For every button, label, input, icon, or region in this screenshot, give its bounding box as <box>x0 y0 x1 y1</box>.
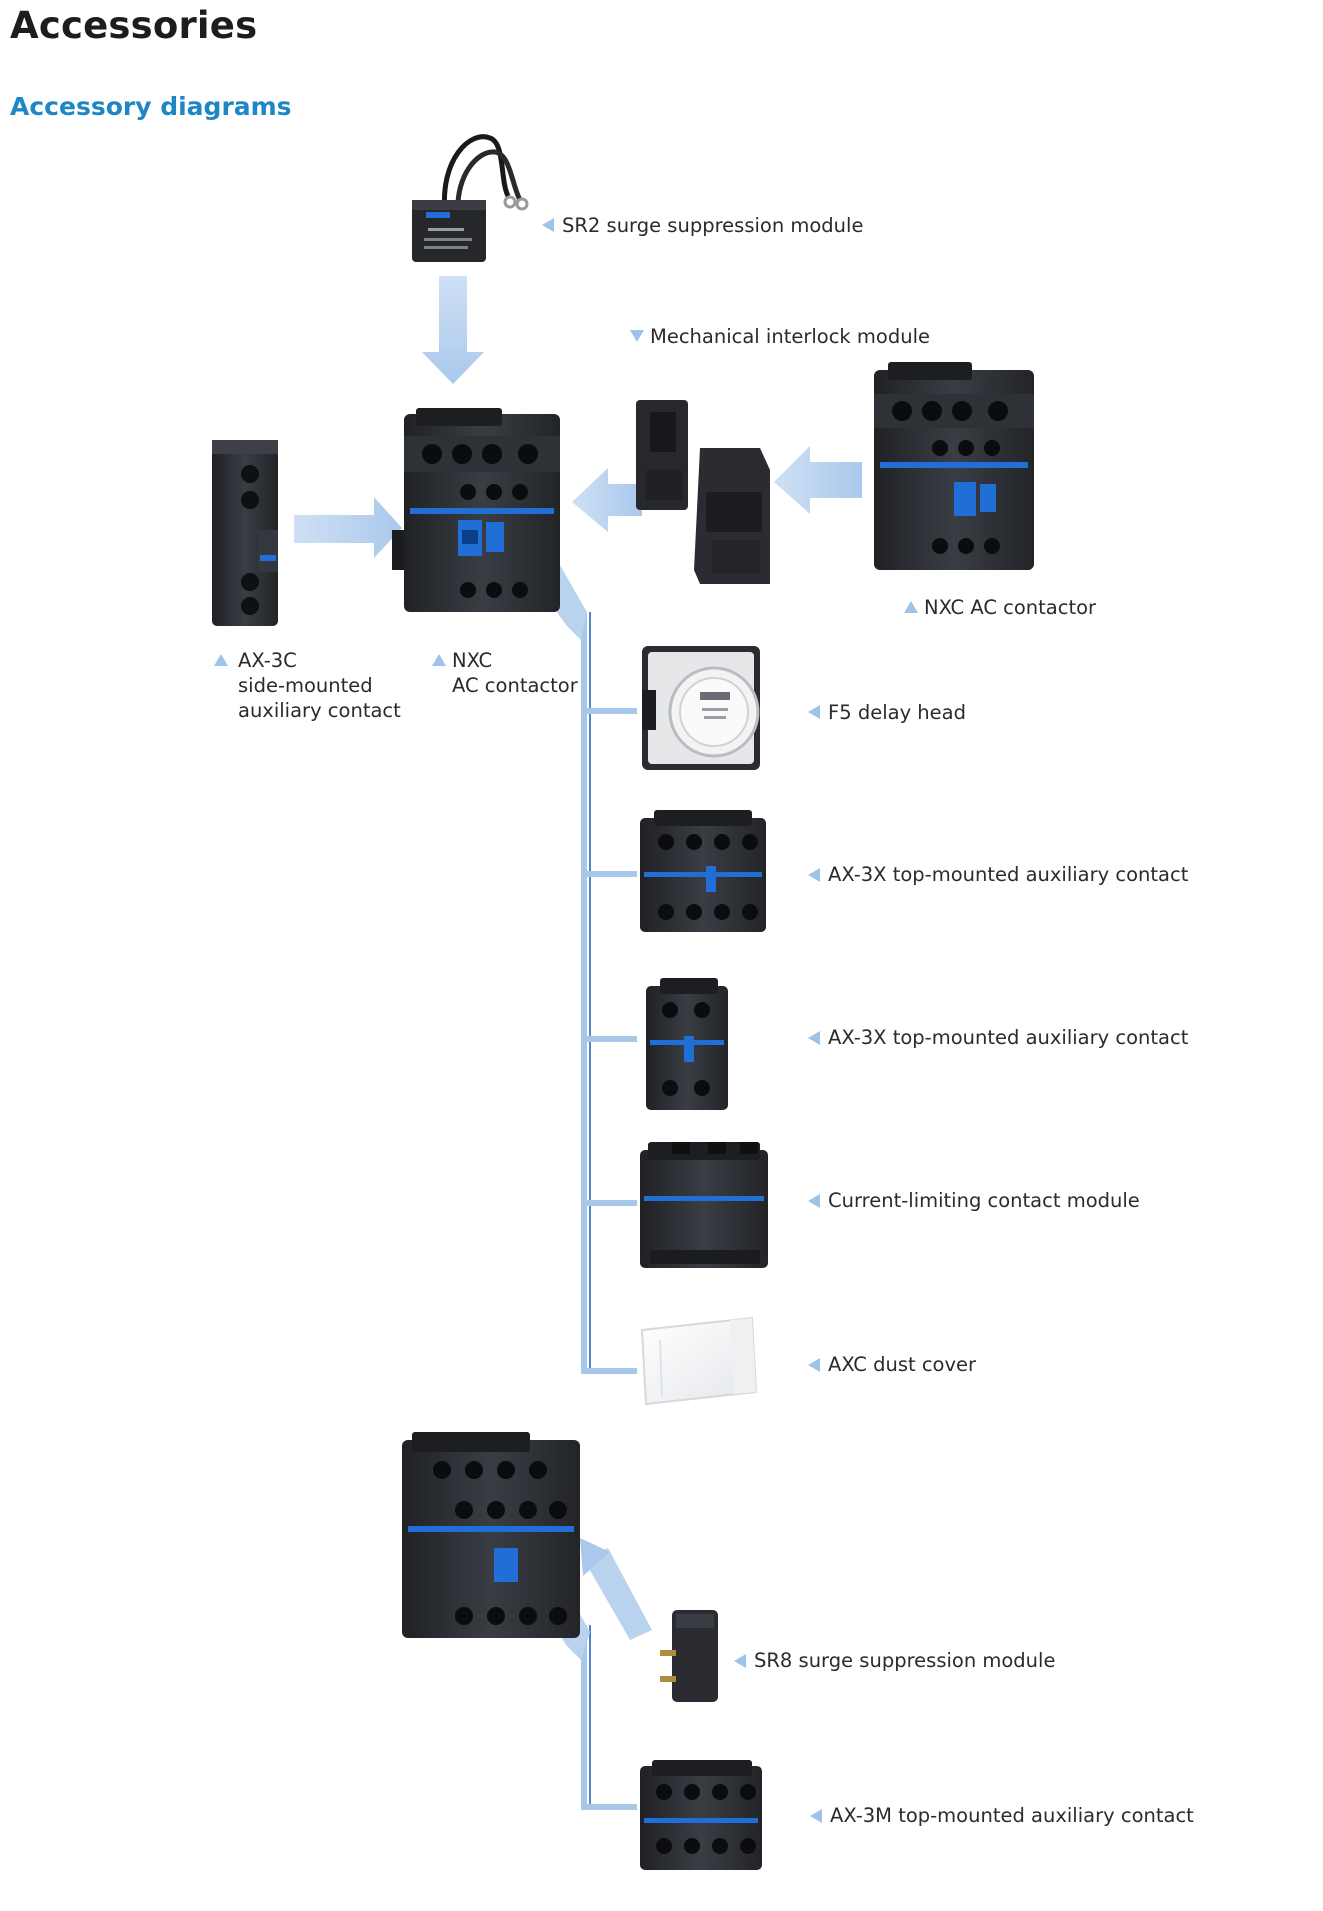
arrow-right-ax3c <box>294 497 402 558</box>
sr2-module-image <box>412 134 529 262</box>
nxc-center-contactor-image <box>392 408 560 612</box>
pointer-ax3x-a-icon <box>808 868 820 882</box>
pointer-interlock-icon <box>630 330 644 342</box>
nxc-mini-contactor-image <box>402 1432 580 1638</box>
connector-tree-upper <box>581 612 637 1374</box>
label-dust-cover: AXC dust cover <box>828 1353 977 1376</box>
page-title: Accessories <box>10 4 258 47</box>
label-nxc-center-line1: NXC <box>452 649 493 672</box>
label-ax3c-line2: side-mounted <box>238 674 373 697</box>
pointer-ax3m-icon <box>810 1809 822 1823</box>
label-ax3c-line3: auxiliary contact <box>238 699 401 722</box>
label-sr2: SR2 surge suppression module <box>562 214 864 237</box>
pointer-nxc-center-icon <box>432 654 446 666</box>
ax3m-image <box>640 1760 762 1870</box>
arrow-down-sr2 <box>422 276 484 384</box>
current-limiting-module-image <box>640 1142 768 1268</box>
pointer-nxc-right-icon <box>904 601 918 613</box>
label-ax3c-line1: AX-3C <box>238 649 297 672</box>
label-nxc-center-line2: AC contactor <box>452 674 578 697</box>
pointer-f5-icon <box>808 705 820 719</box>
connector-tree-lower <box>581 1625 637 1810</box>
label-interlock: Mechanical interlock module <box>650 325 930 348</box>
label-nxc-right: NXC AC contactor <box>924 596 1097 619</box>
label-ax3x-a: AX-3X top-mounted auxiliary contact <box>828 863 1189 886</box>
pointer-sr2-icon <box>542 218 554 232</box>
pointer-dust-cover-icon <box>808 1358 820 1372</box>
label-ax3m: AX-3M top-mounted auxiliary contact <box>830 1804 1194 1827</box>
ax3x-4pole-image <box>640 810 766 932</box>
pointer-ax3c-icon <box>214 654 228 666</box>
axc-dust-cover-image <box>640 1316 758 1406</box>
label-ax3x-b: AX-3X top-mounted auxiliary contact <box>828 1026 1189 1049</box>
pointer-ax3x-b-icon <box>808 1031 820 1045</box>
arrow-left-interlock <box>572 468 642 532</box>
nxc-right-contactor-image <box>874 362 1034 570</box>
label-sr8: SR8 surge suppression module <box>754 1649 1056 1672</box>
arrow-left-nxc <box>774 446 862 514</box>
pointer-current-limiting-icon <box>808 1194 820 1208</box>
section-subtitle: Accessory diagrams <box>10 92 292 121</box>
ax3x-2pole-image <box>646 978 728 1110</box>
pointer-sr8-icon <box>734 1654 746 1668</box>
sr8-module-image <box>660 1610 718 1702</box>
label-f5: F5 delay head <box>828 701 966 724</box>
label-current-limiting: Current-limiting contact module <box>828 1189 1140 1212</box>
arrow-diagonal-sr8 <box>584 1548 652 1640</box>
f5-delay-head-image <box>642 646 760 770</box>
ax3c-image <box>212 440 278 626</box>
interlock-module-image <box>636 400 770 584</box>
